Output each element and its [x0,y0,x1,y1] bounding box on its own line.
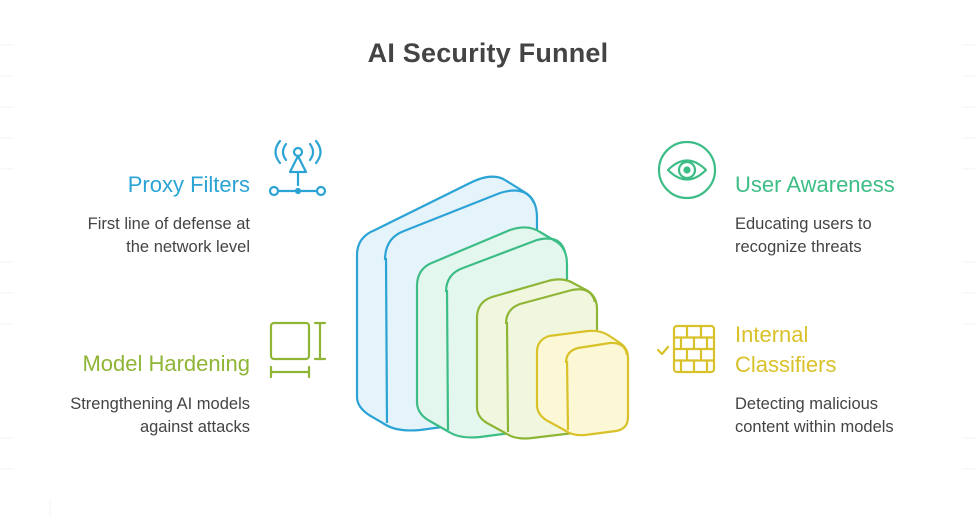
diagram-title: AI Security Funnel [367,38,609,68]
description-line: First line of defense at [87,215,250,233]
description-line: against attacks [139,418,250,436]
proxy-filters-heading: Proxy Filters [127,172,250,197]
security-funnel-illustration [355,175,630,440]
internal-classifiers-heading: Internal Classifiers [735,320,955,380]
firewall-icon [656,324,716,374]
description-line: Strengthening AI models [70,395,250,413]
heading-line: Internal [735,322,809,347]
eye-icon [657,140,717,200]
proxy-filters-description: First line of defense at the network lev… [20,213,250,259]
description-line: content within models [735,418,894,436]
model-hardening-description: Strengthening AI models against attacks [20,393,250,439]
model-hardening-heading: Model Hardening [82,351,250,376]
funnel-layer-classifiers [535,329,630,437]
user-awareness-heading: User Awareness [735,172,895,197]
internal-classifiers-description: Detecting malicious content within model… [735,393,955,439]
description-line: the network level [126,238,250,256]
description-line: Educating users to [735,215,872,233]
heading-line: Classifiers [735,352,837,377]
description-line: Detecting malicious [735,395,879,413]
description-line: recognize threats [735,238,862,256]
measure-box-icon [269,321,327,379]
antenna-network-icon [268,139,327,197]
user-awareness-description: Educating users to recognize threats [735,213,955,259]
